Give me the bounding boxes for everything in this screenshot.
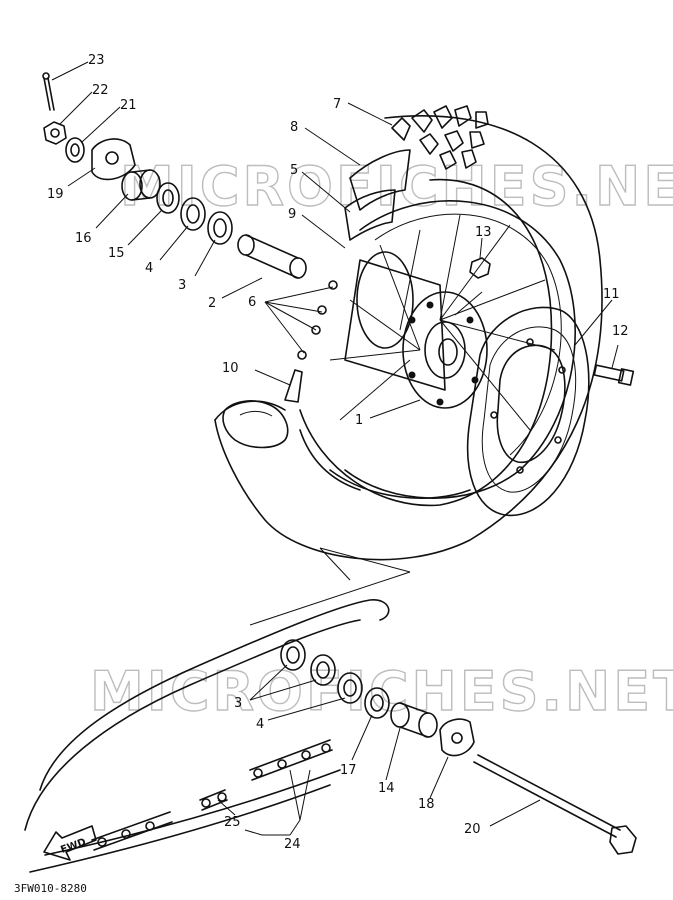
collar-16: [121, 169, 161, 201]
callout-11: 11: [603, 287, 620, 302]
bearing-4-top: [180, 197, 206, 231]
fwd-arrow: FWD: [43, 825, 97, 861]
callout-10: 10: [222, 361, 239, 376]
callout-25: 25: [224, 815, 241, 830]
leader-lines: [51, 61, 619, 836]
callout-3-top: 3: [178, 278, 186, 293]
callout-labels: 23 22 21 19 16 15 4 3 2 7 8 5 9 13 6 10 …: [47, 53, 629, 852]
tire-section: [222, 400, 289, 449]
watermark-bottom: MICROFICHES.NET: [90, 660, 673, 723]
callout-16: 16: [75, 231, 92, 246]
callout-18: 18: [418, 797, 435, 812]
cotter-pin-23: [42, 72, 55, 111]
callout-13: 13: [475, 225, 492, 240]
callout-5: 5: [290, 163, 298, 178]
rim-band: [349, 149, 411, 211]
spoke-nipples: [297, 280, 338, 360]
axle-20: [473, 754, 637, 855]
callout-9: 9: [288, 207, 296, 222]
hub: [344, 251, 488, 409]
callout-24: 24: [284, 837, 301, 852]
tube: [344, 189, 396, 241]
callout-23: 23: [88, 53, 105, 68]
rim-and-spokes: [329, 200, 576, 499]
bearing-3-bottom: [280, 639, 336, 686]
callout-12: 12: [612, 324, 629, 339]
oil-seal-15: [156, 182, 180, 214]
nut-22: [43, 121, 67, 145]
watermark-top: MICROFICHES.NET: [120, 155, 673, 218]
callout-22: 22: [92, 83, 109, 98]
callout-3-bottom: 3: [234, 696, 242, 711]
fwd-label: FWD: [59, 837, 87, 856]
callout-4-top: 4: [145, 261, 153, 276]
tire: [214, 105, 603, 561]
master-link-25: [199, 789, 228, 811]
callout-19: 19: [47, 187, 64, 202]
rear-sprocket: [466, 306, 590, 517]
drive-chain: [24, 547, 411, 873]
figure-code: 3FW010-8280: [14, 882, 87, 895]
callout-4-bottom: 4: [256, 717, 264, 732]
callout-8: 8: [290, 120, 298, 135]
nut-13: [469, 257, 491, 279]
callout-15: 15: [108, 246, 125, 261]
oil-seal-17: [364, 687, 390, 719]
callout-20: 20: [464, 822, 481, 837]
chain-joint-24: [91, 739, 333, 851]
chain-puller-18: [439, 718, 475, 757]
bearing-3-top: [207, 211, 233, 245]
collar-14: [390, 702, 438, 738]
spacer-4-bottom: [337, 672, 363, 704]
callout-14: 14: [378, 781, 395, 796]
callout-21: 21: [120, 98, 137, 113]
callout-6: 6: [248, 295, 256, 310]
chain-puller-19: [91, 138, 136, 181]
callout-17: 17: [340, 763, 357, 778]
washer-21: [65, 137, 85, 163]
callout-2: 2: [208, 296, 216, 311]
callout-7: 7: [333, 97, 341, 112]
spacer-2: [237, 234, 307, 279]
callout-1: 1: [355, 413, 363, 428]
valve-stem: [284, 369, 303, 403]
bolt-12: [593, 364, 635, 386]
